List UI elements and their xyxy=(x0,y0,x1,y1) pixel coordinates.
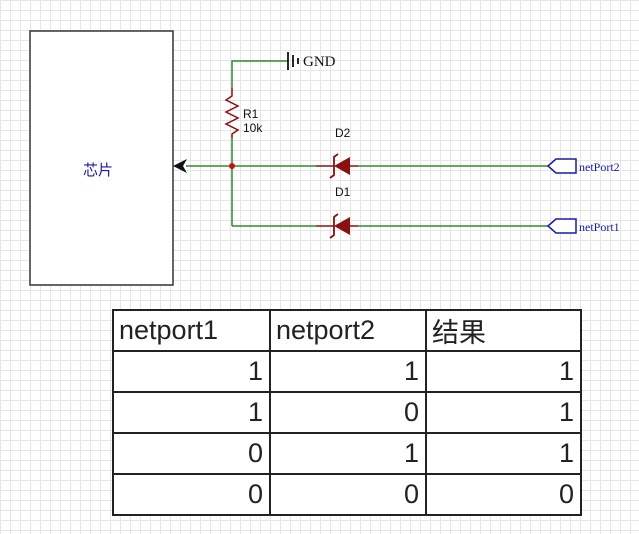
junction-dot xyxy=(229,163,235,169)
net-port1-flag-icon xyxy=(546,218,577,234)
header-netport2: netport2 xyxy=(269,309,427,352)
table-cell: 1 xyxy=(425,350,582,393)
gnd-symbol-icon xyxy=(287,52,299,70)
diode-d1 xyxy=(316,213,358,239)
table-cell: 0 xyxy=(112,473,271,516)
table-row: 0 0 0 xyxy=(112,473,582,516)
resistor-r1 xyxy=(224,88,240,138)
table-cell: 1 xyxy=(425,432,582,475)
table-cell: 1 xyxy=(269,350,427,393)
table-row: 1 0 1 xyxy=(112,391,582,434)
resistor-ref: R1 xyxy=(243,107,259,121)
table-header-row: netport1 netport2 结果 xyxy=(112,309,582,352)
wires xyxy=(186,60,548,227)
table-cell: 0 xyxy=(112,432,271,475)
diode-d1-label: D1 xyxy=(335,185,351,199)
net-port2-label: netPort2 xyxy=(579,160,620,174)
input-arrow-icon xyxy=(173,159,187,173)
net-port2-flag-icon xyxy=(546,158,577,174)
truth-table: netport1 netport2 结果 1 1 1 1 0 1 0 1 1 0… xyxy=(112,309,582,516)
table-row: 1 1 1 xyxy=(112,350,582,393)
header-result: 结果 xyxy=(425,309,582,352)
diode-d2-label: D2 xyxy=(335,126,351,140)
chip-box xyxy=(29,30,174,286)
diode-d2 xyxy=(316,153,358,179)
table-cell: 0 xyxy=(425,473,582,516)
circuit-schematic: 芯片 GND R1 10k D2 D1 netPort2 n xyxy=(29,30,620,286)
table-cell: 1 xyxy=(269,432,427,475)
table-row: 0 1 1 xyxy=(112,432,582,475)
resistor-value: 10k xyxy=(243,121,263,135)
chip-label: 芯片 xyxy=(83,162,113,179)
net-port1-label: netPort1 xyxy=(579,220,620,234)
table-cell: 1 xyxy=(112,391,271,434)
table-cell: 0 xyxy=(269,473,427,516)
table-cell: 1 xyxy=(425,391,582,434)
gnd-label: GND xyxy=(303,54,336,70)
table-cell: 0 xyxy=(269,391,427,434)
wire-gnd xyxy=(231,60,288,88)
table-cell: 1 xyxy=(112,350,271,393)
header-netport1: netport1 xyxy=(112,309,271,352)
